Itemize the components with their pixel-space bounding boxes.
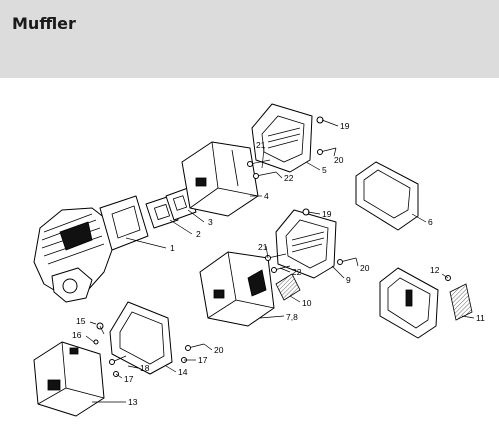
label-14: 14 xyxy=(178,367,188,377)
label-4: 4 xyxy=(264,191,269,201)
label-15: 15 xyxy=(76,316,86,326)
label-22-lower: 22 xyxy=(292,267,302,277)
leader-lines xyxy=(85,119,475,403)
label-3: 3 xyxy=(208,217,213,227)
label-1: 1 xyxy=(170,243,175,253)
label-19-lower: 19 xyxy=(322,209,332,219)
part-10-spark-screen xyxy=(275,273,301,301)
label-12: 12 xyxy=(430,265,440,275)
label-17-right: 17 xyxy=(198,355,208,365)
label-22-upper: 22 xyxy=(284,173,294,183)
part-13-muffler-cover xyxy=(33,341,105,417)
label-19-upper: 19 xyxy=(340,121,350,131)
label-17-left: 17 xyxy=(124,374,134,384)
label-20-bottom: 20 xyxy=(214,345,224,355)
label-6: 6 xyxy=(428,217,433,227)
part-5-muffler-cover xyxy=(251,103,313,173)
part-11-screen xyxy=(449,283,473,321)
label-21-upper: 21 xyxy=(256,140,266,150)
label-16: 16 xyxy=(72,330,82,340)
label-11: 11 xyxy=(476,313,485,323)
label-21-lower: 21 xyxy=(258,242,268,252)
label-13: 13 xyxy=(128,397,138,407)
label-18: 18 xyxy=(140,363,150,373)
part-4-muffler-body xyxy=(181,141,259,217)
label-20-lower: 20 xyxy=(360,263,370,273)
page-title: Muffler xyxy=(12,14,76,33)
upper-screws xyxy=(247,116,337,179)
part-11-deflector xyxy=(379,267,439,339)
part-1-gasket xyxy=(99,195,149,251)
label-20-upper: 20 xyxy=(334,155,344,165)
engine-cylinder xyxy=(33,207,113,303)
label-7-8: 7,8 xyxy=(286,312,298,322)
header-bar: Muffler xyxy=(0,0,499,78)
lower-left-fasteners xyxy=(93,322,205,377)
label-10: 10 xyxy=(302,298,312,308)
label-9: 9 xyxy=(346,275,351,285)
part-9-muffler-cover xyxy=(275,209,337,279)
part-6-cover-plate xyxy=(355,161,419,231)
part-7-8-muffler-body xyxy=(199,251,275,327)
label-2: 2 xyxy=(196,229,201,239)
label-5: 5 xyxy=(322,165,327,175)
part-labels: 1 2 3 4 5 6 7,8 9 10 11 12 13 14 15 16 1… xyxy=(72,121,485,407)
